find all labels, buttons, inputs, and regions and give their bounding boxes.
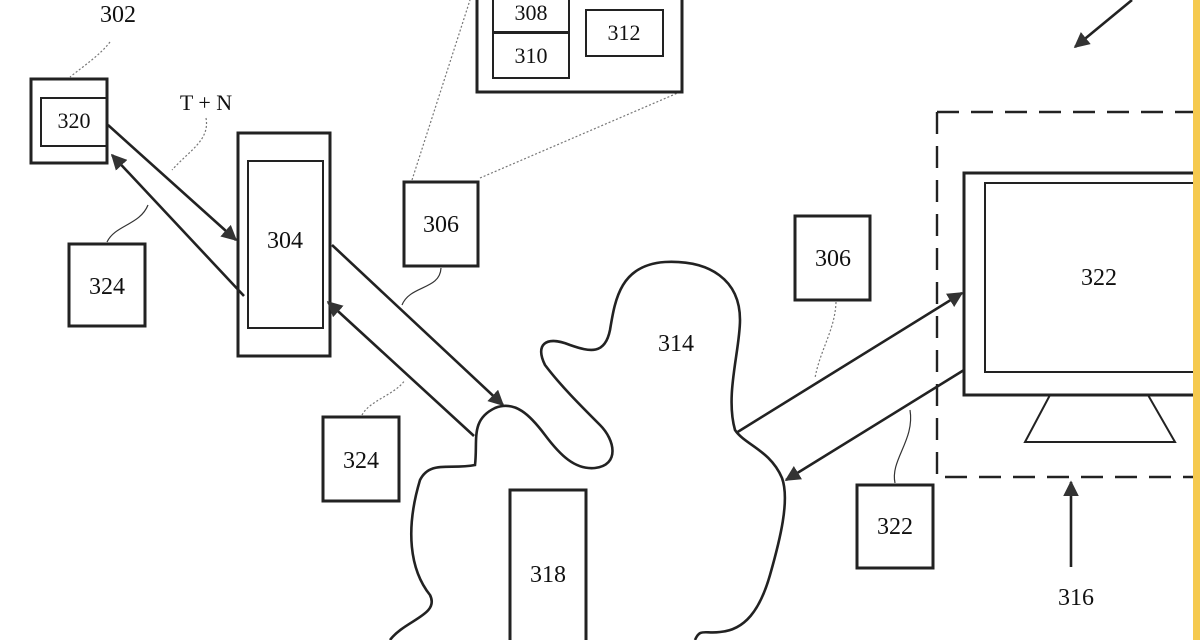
label-308: 308 [515, 0, 548, 25]
leader-t-plus-n [171, 117, 208, 171]
callout-306-detail: 308 310 312 [475, 0, 684, 94]
monitor-322-bezel [962, 171, 1200, 397]
projection-line-right [479, 91, 681, 179]
arrow-314-to-304 [326, 300, 475, 437]
leader-302 [69, 41, 111, 78]
component-312-box [585, 9, 664, 57]
leader-306-right [814, 301, 837, 379]
ref-box-318 [508, 488, 588, 640]
label-306-left: 306 [423, 212, 459, 238]
label-302: 302 [100, 2, 136, 28]
person-314-silhouette [388, 260, 787, 640]
label-320: 320 [58, 108, 91, 133]
monitor-322: 322 [962, 171, 1200, 443]
device-302: 320 [29, 77, 109, 165]
label-324-upper: 324 [89, 274, 125, 300]
component-310-box [492, 32, 570, 79]
component-320-box [40, 97, 108, 147]
label-304: 304 [267, 228, 303, 254]
label-314: 314 [658, 331, 694, 357]
leader-324-upper [106, 204, 149, 243]
arrow-302-to-304 [107, 124, 238, 242]
label-316: 316 [1058, 585, 1094, 611]
leader-324-lower [361, 379, 406, 416]
device-304-screen [247, 160, 324, 329]
ref-box-322 [855, 483, 935, 570]
monitor-322-screen [984, 182, 1200, 373]
label-324-lower: 324 [343, 448, 379, 474]
leader-322 [893, 409, 912, 484]
label-318: 318 [530, 562, 566, 588]
edge-accent-bar [1193, 0, 1200, 640]
label-312: 312 [608, 20, 641, 45]
arrow-322-to-314 [784, 368, 965, 482]
leader-306-left [401, 267, 442, 306]
arrow-304-to-302 [110, 153, 245, 297]
ref-box-324-lower [321, 415, 401, 503]
arrow-304-to-314 [331, 244, 505, 407]
arrow-top-right [1073, 0, 1133, 49]
ref-box-306-right [793, 214, 872, 302]
ref-box-324-upper [67, 242, 147, 328]
label-t-plus-n: T + N [180, 90, 232, 115]
device-304-outer [236, 131, 332, 358]
monitor-322-stand [1023, 394, 1177, 443]
label-322-box: 322 [877, 514, 913, 540]
arrow-314-to-322 [735, 291, 964, 435]
label-310: 310 [515, 43, 548, 68]
label-306-right: 306 [815, 246, 851, 272]
label-322-monitor: 322 [1081, 265, 1117, 291]
ref-box-306-left [402, 180, 480, 268]
projection-line-left [411, 0, 471, 181]
device-304: 304 [236, 131, 332, 358]
callout-outer [475, 0, 684, 94]
